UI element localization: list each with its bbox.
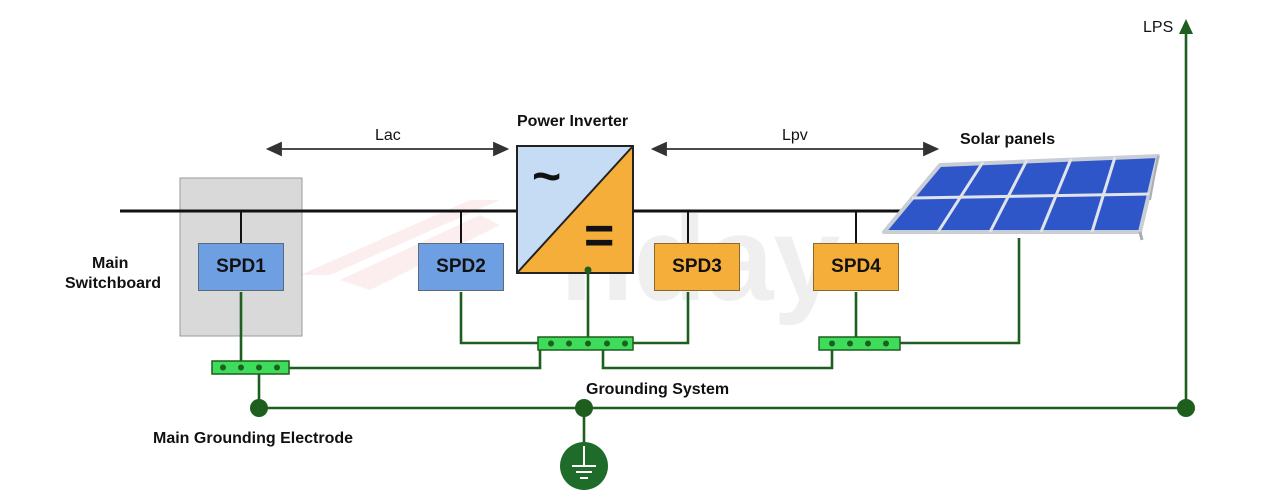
- grounding-bus-bar-1: [211, 360, 290, 375]
- spd1-box: SPD1: [198, 243, 284, 291]
- lpv-dimension-arrow: [650, 141, 940, 157]
- lac-label: Lac: [375, 127, 401, 144]
- spd4-box: SPD4: [813, 243, 899, 291]
- lac-dimension-arrow: [265, 141, 510, 157]
- main-switchboard-label-line1: Main: [92, 255, 129, 272]
- lps-label: LPS: [1143, 19, 1174, 36]
- lps-ground-node: [1177, 399, 1195, 417]
- solar-panels: [882, 154, 1160, 241]
- main-grounding-electrode-node: [250, 399, 268, 417]
- main-grounding-electrode-label: Main Grounding Electrode: [153, 430, 354, 447]
- inverter-dc-symbol: =: [584, 207, 615, 265]
- inverter-ac-symbol: ~: [532, 148, 562, 204]
- spd3-box: SPD3: [654, 243, 740, 291]
- inverter-ground-terminal: [584, 266, 592, 274]
- lpv-label: Lpv: [782, 127, 808, 144]
- grounding-system-label: Grounding System: [586, 381, 730, 398]
- power-inverter-label: Power Inverter: [517, 113, 629, 130]
- solar-panels-label: Solar panels: [960, 131, 1056, 148]
- lps-arrow-head: [1179, 19, 1193, 34]
- power-inverter: [516, 145, 634, 274]
- main-switchboard-label-line2: Switchboard: [65, 275, 162, 292]
- spd2-box: SPD2: [418, 243, 504, 291]
- grounding-bus-bar-2: [537, 336, 634, 351]
- earth-ground-icon: [560, 442, 608, 490]
- grounding-system-node: [575, 399, 593, 417]
- grounding-bus-bar-3: [818, 336, 901, 351]
